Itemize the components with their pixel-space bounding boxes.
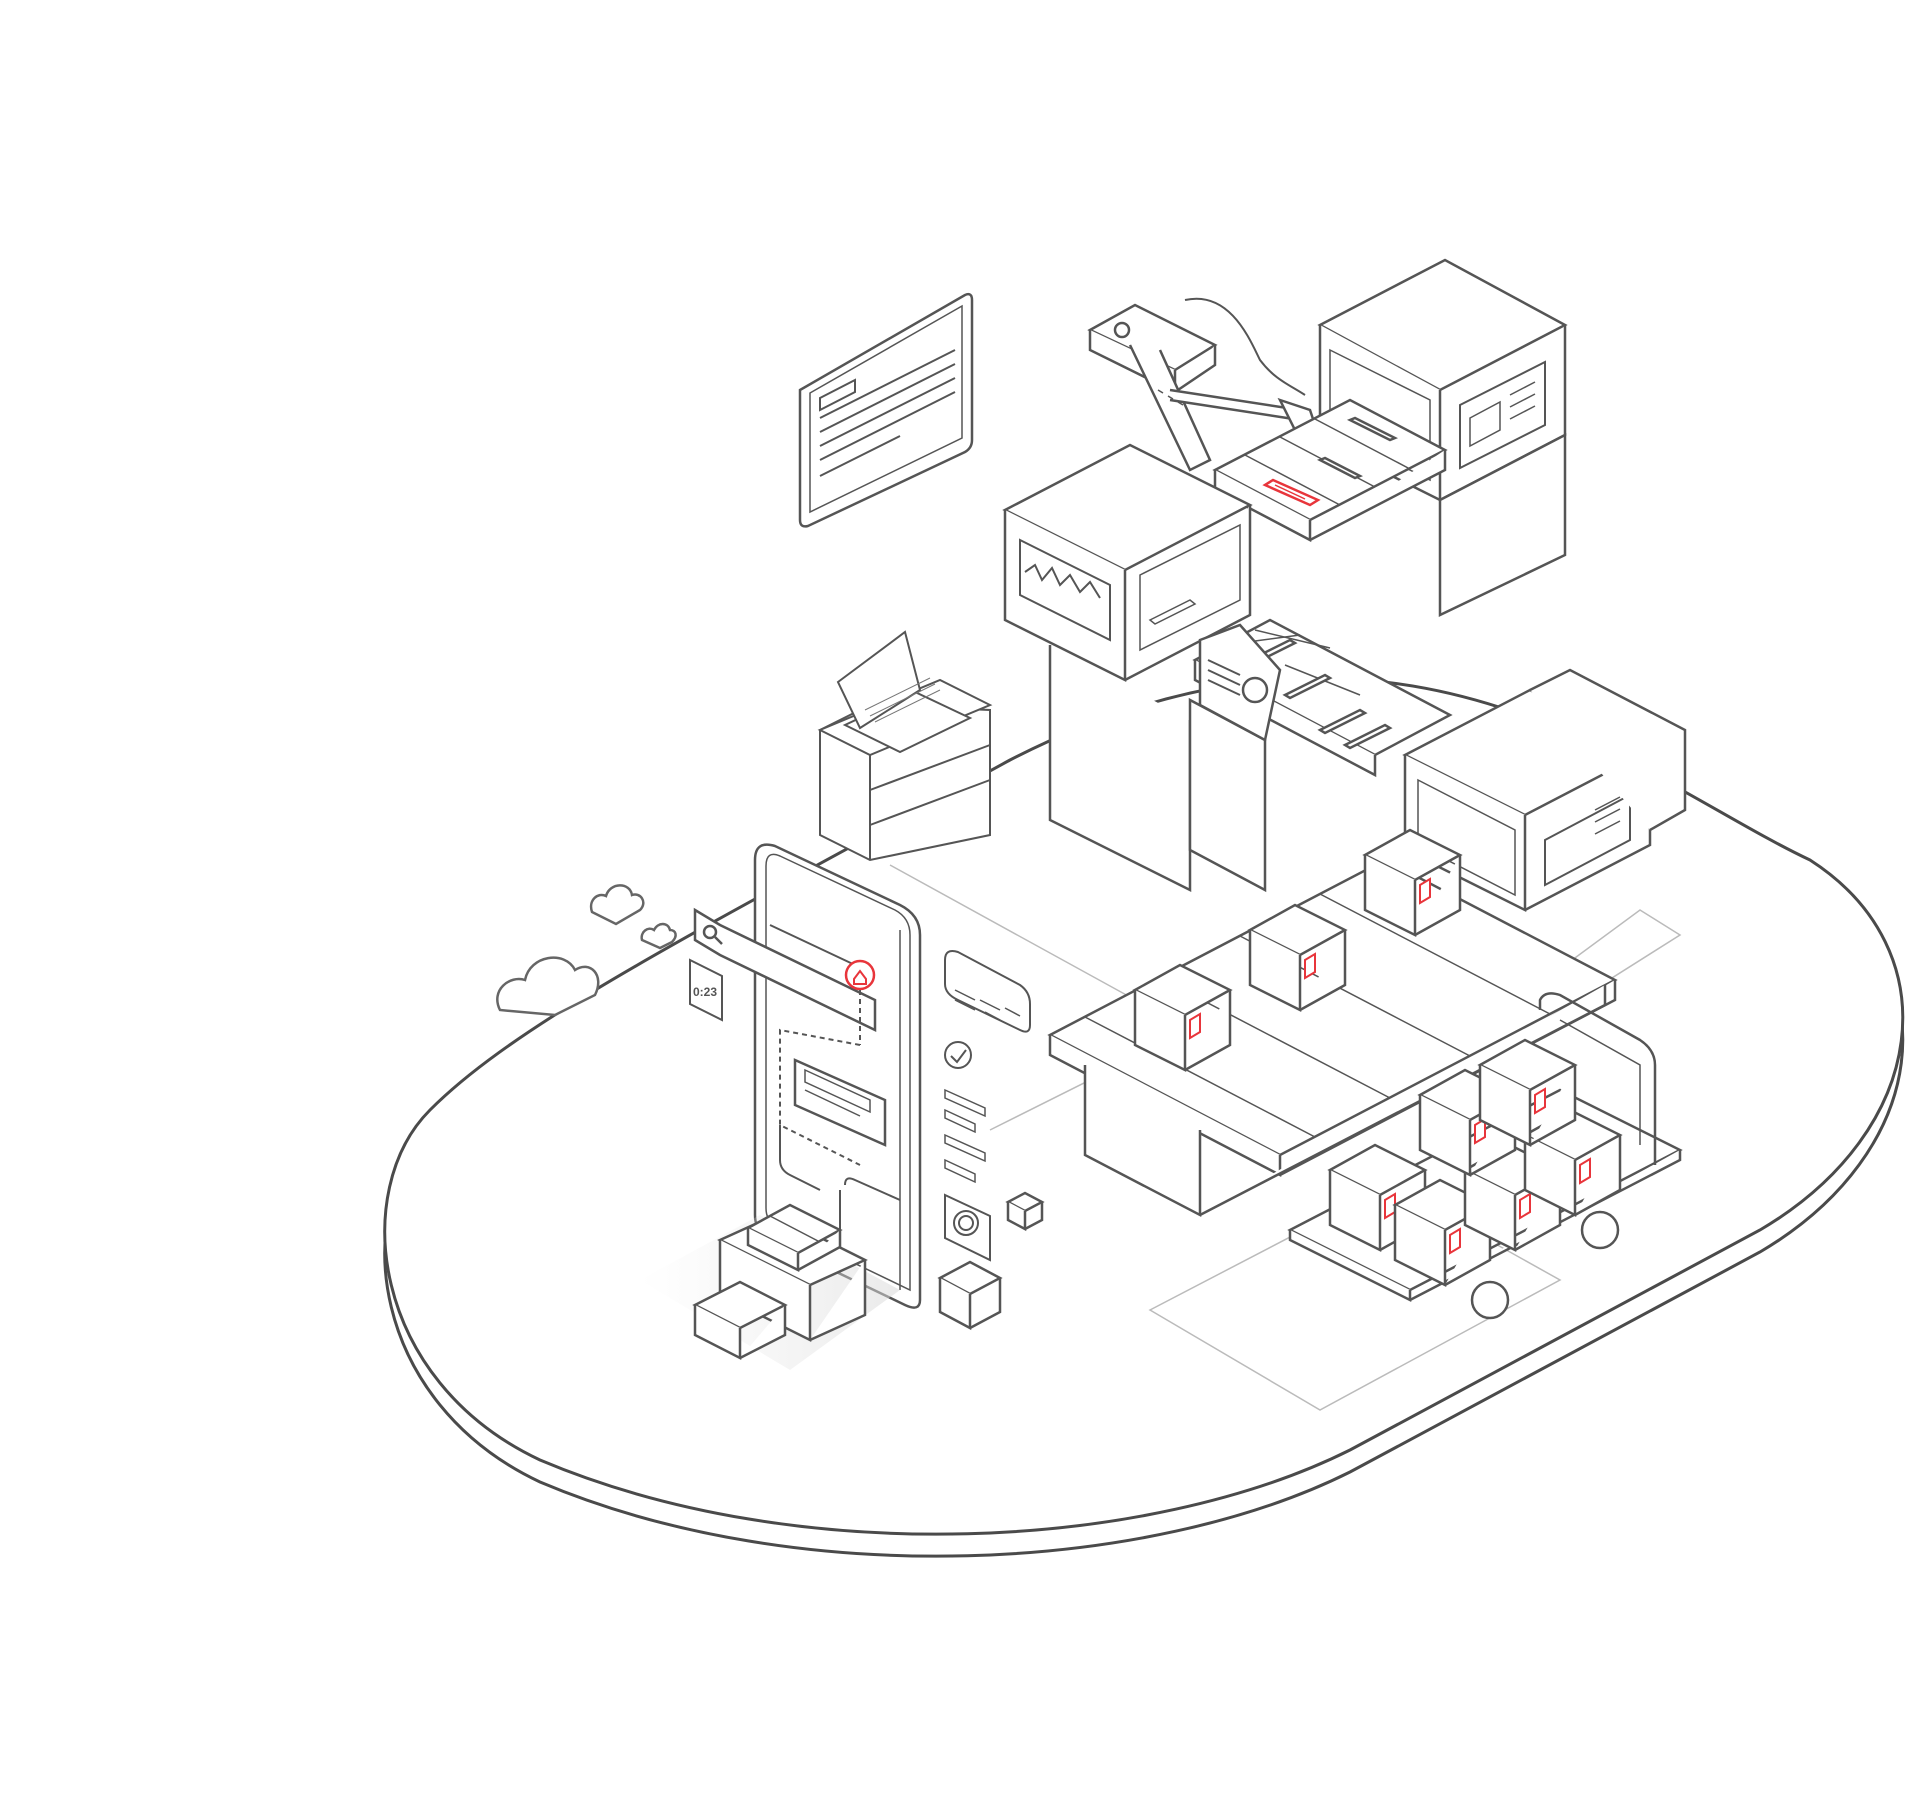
kiosk-stand [1188,623,1282,893]
search-icon [702,924,723,945]
home-pin-icon [844,959,876,991]
search-bar [693,907,877,1032]
box [1005,1191,1045,1232]
waveform-icon [1024,563,1101,599]
box [1362,828,1463,938]
smartphone-device [693,843,922,1309]
box [692,1280,788,1361]
timer-panel: 0:23 [689,958,723,1022]
box [1522,1108,1623,1218]
route-card [793,1058,887,1147]
floating-document-panel [798,292,974,528]
box [937,1260,1003,1331]
power-button-icon [944,1193,991,1262]
machine-left-waveform [1002,443,1253,893]
conveyor-boxes [1132,828,1463,1073]
machine-lower-right [1402,668,1687,913]
box [1477,1038,1578,1148]
laptop-screen [836,630,922,730]
desk-with-laptop [817,630,993,862]
cloud-icon [496,884,677,1017]
cart-boxes [1327,1038,1623,1288]
box [1247,903,1348,1013]
upper-conveyor [1212,398,1448,543]
timer-text: 0:23 [693,985,717,999]
phone-boxes [692,1191,1045,1361]
checkmark-icon [944,1041,972,1069]
app-side-panel [944,950,1031,1262]
box [1132,963,1233,1073]
red-product-on-conveyor [1262,478,1321,507]
robot-arm [1087,297,1323,472]
box [745,1203,843,1273]
